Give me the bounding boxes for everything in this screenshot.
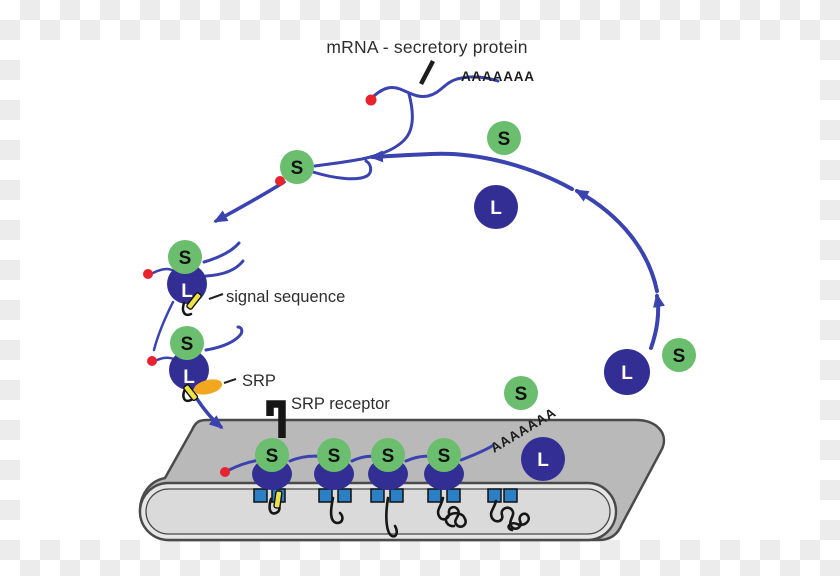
small-subunit-label: S	[673, 346, 686, 367]
small-subunit-membrane	[427, 438, 461, 472]
large-subunit-label: L	[183, 367, 195, 388]
mrna-strand	[204, 325, 244, 352]
five-prime-cap	[365, 94, 377, 106]
mrna-on-membrane	[459, 444, 494, 462]
translocon-channels	[253, 488, 518, 503]
small-subunit-membrane	[371, 438, 405, 472]
signal-and-srp-details	[181, 59, 435, 403]
diagram-title: mRNA - secretory protein	[326, 37, 527, 57]
large-subunit-label: L	[537, 450, 549, 471]
large-subunit-free	[474, 185, 518, 229]
mrna-and-arrows	[151, 75, 665, 472]
translocon-square	[253, 488, 268, 503]
nascent-chain	[182, 387, 193, 403]
small-subunit-label: S	[181, 334, 194, 355]
mrna-cap-link	[151, 267, 174, 275]
small-subunit-label: S	[438, 446, 451, 467]
recycle-arc-segment	[574, 189, 659, 293]
mrna-link-down	[152, 300, 175, 352]
small-subunit	[280, 150, 314, 184]
label-leader-line	[208, 293, 224, 300]
srp-receptor-label: SRP receptor	[291, 395, 390, 413]
five-prime-cap	[147, 356, 157, 366]
srp-particle	[193, 379, 223, 395]
translocon-square	[446, 488, 461, 503]
large-subunit-label: L	[621, 363, 633, 384]
signal-sequence-rod	[186, 292, 202, 310]
label-leader-line	[223, 378, 237, 384]
small-subunit-label: S	[382, 446, 395, 467]
small-subunit-free	[662, 338, 696, 372]
five-prime-cap	[143, 269, 153, 279]
large-subunit-free	[521, 437, 565, 481]
srp-receptor-icon	[266, 400, 286, 438]
start-codon-mark	[419, 59, 435, 86]
small-subunit-free	[487, 121, 521, 155]
folded-protein	[489, 499, 530, 532]
small-subunit	[168, 240, 202, 274]
small-subunit-label: S	[179, 248, 192, 269]
mrna-strand-top	[372, 75, 500, 98]
nascent-chain	[181, 301, 193, 317]
subunit-letters: S S S S S S S S S S L L L L L	[179, 129, 686, 471]
small-subunit-label: S	[291, 158, 304, 179]
mrna-strand	[202, 241, 241, 264]
mrna-five-prime-caps	[143, 94, 377, 477]
small-subunits	[168, 121, 696, 472]
recycle-arc-segment	[649, 293, 665, 350]
signal-sequence-rod	[183, 384, 199, 402]
five-prime-cap	[220, 467, 230, 477]
small-subunit	[170, 326, 204, 360]
small-subunit-label: S	[328, 446, 341, 467]
mrna-descending-strand	[313, 92, 414, 168]
translocon-square	[487, 488, 502, 503]
recycle-arc-segment	[369, 150, 574, 191]
small-subunit-membrane	[255, 438, 289, 472]
translocon-square	[503, 488, 518, 503]
small-subunit-label: S	[515, 384, 528, 405]
small-subunit-membrane	[317, 438, 351, 472]
small-subunit-label: S	[266, 446, 279, 467]
translocon-square	[370, 488, 385, 503]
mrna-hook	[311, 159, 373, 181]
translocon-square	[389, 488, 404, 503]
nascent-chain	[385, 496, 398, 538]
nascent-chain	[329, 496, 344, 525]
mrna-strand	[204, 259, 245, 278]
small-subunit-label: S	[498, 129, 511, 150]
signal-sequence-label: signal sequence	[226, 288, 345, 306]
srp-label: SRP	[242, 372, 276, 390]
large-subunit	[169, 350, 209, 390]
large-subunit-free	[604, 349, 650, 395]
translocon-square	[427, 488, 442, 503]
large-subunit-label: L	[181, 281, 193, 302]
arrow-to-membrane	[195, 397, 224, 429]
small-subunit-free	[504, 376, 538, 410]
large-subunit-label: L	[490, 198, 502, 219]
translocon-square	[318, 488, 333, 503]
mrna-cap-link	[155, 356, 176, 362]
folded-protein	[436, 496, 467, 528]
arrow-to-ribosome	[213, 180, 286, 223]
signal-sequence-membrane	[273, 490, 283, 509]
poly-a-tail-top: AAAAAAA	[461, 69, 535, 84]
five-prime-cap	[275, 176, 285, 186]
translocon-square	[337, 488, 352, 503]
